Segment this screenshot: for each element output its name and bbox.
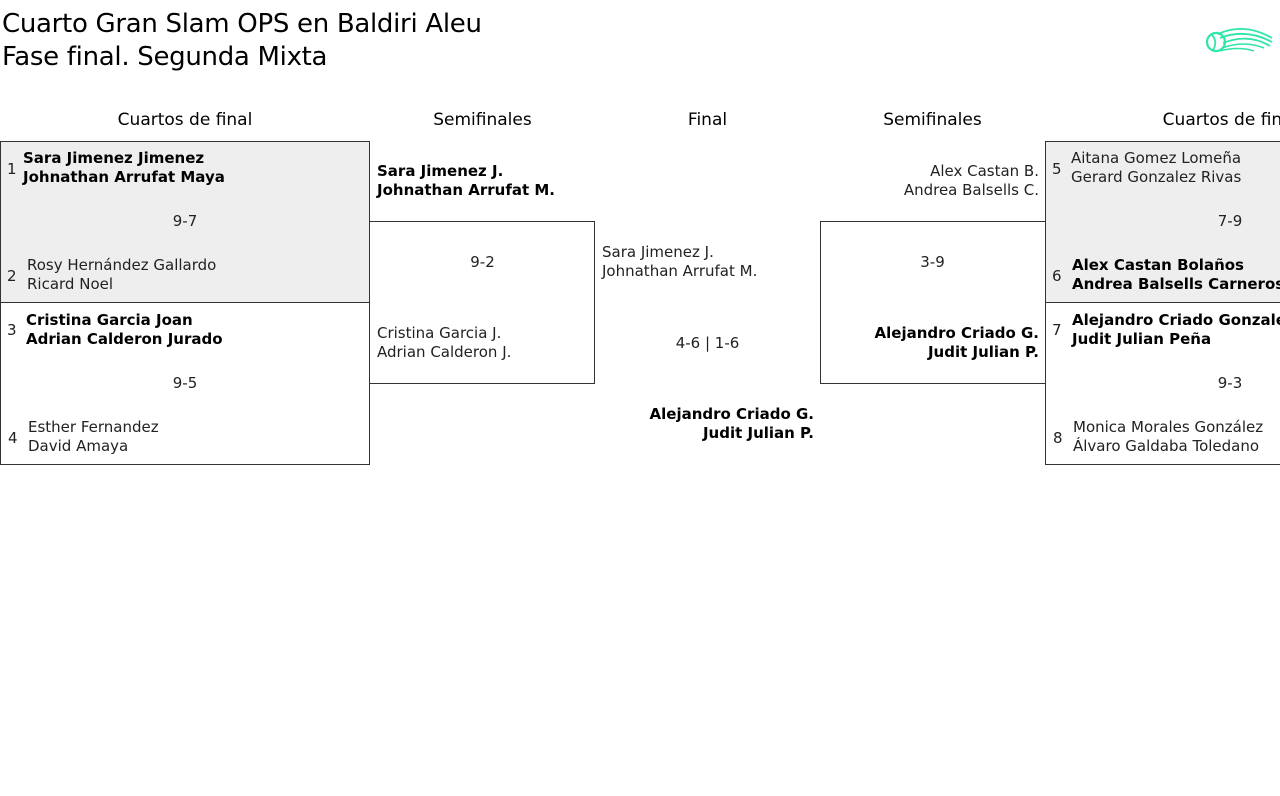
player-name: Gerard Gonzalez Rivas <box>1071 168 1242 186</box>
player-name: Sara Jimenez Jimenez <box>23 149 205 167</box>
qf-match-2-score: 9-5 <box>172 374 198 392</box>
player-name: Alejandro Criado G. <box>649 405 814 423</box>
qf-match-4-team-b: Monica Morales González Álvaro Galdaba T… <box>1073 418 1263 456</box>
player-name: Judit Julian P. <box>702 424 814 442</box>
player-name: Esther Fernandez <box>28 418 159 436</box>
qf-match-3-team-a: Aitana Gomez Lomeña Gerard Gonzalez Riva… <box>1071 149 1241 187</box>
player-name: Andrea Balsells Carneros <box>1072 275 1280 293</box>
sf-right-score: 3-9 <box>920 253 945 271</box>
final-score: 4-6 | 1-6 <box>675 334 740 352</box>
final-team-b: Alejandro Criado G. Judit Julian P. <box>595 405 814 443</box>
player-name: Alex Castan B. <box>930 162 1039 180</box>
tennis-ball-comet-icon <box>1205 28 1273 53</box>
player-name: Judit Julian Peña <box>1072 330 1212 348</box>
qf-match-3-score: 7-9 <box>1217 212 1243 230</box>
final-team-a: Sara Jimenez J. Johnathan Arrufat M. <box>602 243 757 281</box>
seed-3: 3 <box>7 321 17 339</box>
qf-match-4-score: 9-3 <box>1217 374 1243 392</box>
player-name: Johnathan Arrufat Maya <box>23 168 225 186</box>
qf-match-4-team-a: Alejandro Criado Gonzalez Judit Julian P… <box>1072 311 1280 349</box>
player-name: Sara Jimenez J. <box>377 162 504 180</box>
player-name: Cristina Garcia Joan <box>26 311 193 329</box>
player-name: Cristina Garcia J. <box>377 324 502 342</box>
player-name: Álvaro Galdaba Toledano <box>1073 437 1260 455</box>
player-name: Adrian Calderon J. <box>377 343 512 361</box>
qf-match-1-team-a: Sara Jimenez Jimenez Johnathan Arrufat M… <box>23 149 225 187</box>
player-name: Sara Jimenez J. <box>602 243 714 261</box>
player-name: Rosy Hernández Gallardo <box>27 256 217 274</box>
column-header-sf-right: Semifinales <box>883 110 982 130</box>
seed-2: 2 <box>7 267 17 285</box>
column-header-qf-left: Cuartos de final <box>117 110 253 130</box>
player-name: Alejandro Criado Gonzalez <box>1072 311 1280 329</box>
seed-6: 6 <box>1052 267 1062 285</box>
player-name: Johnathan Arrufat M. <box>377 181 555 199</box>
sf-left-box <box>369 221 595 384</box>
seed-5: 5 <box>1052 160 1062 178</box>
player-name: Monica Morales González <box>1073 418 1264 436</box>
title-line-1: Cuarto Gran Slam OPS en Baldiri Aleu <box>2 9 482 39</box>
seed-1: 1 <box>7 160 17 178</box>
player-name: Aitana Gomez Lomeña <box>1071 149 1242 167</box>
qf-match-3-team-b: Alex Castan Bolaños Andrea Balsells Carn… <box>1072 256 1280 294</box>
qf-match-3 <box>1045 141 1280 303</box>
player-name: Andrea Balsells C. <box>903 181 1039 199</box>
page-title: Cuarto Gran Slam OPS en Baldiri Aleu Fas… <box>2 8 482 74</box>
sf-left-team-a: Sara Jimenez J. Johnathan Arrufat M. <box>377 162 555 200</box>
player-name: Alejandro Criado G. <box>874 324 1039 342</box>
sf-right-box <box>820 221 1046 384</box>
title-line-2: Fase final. Segunda Mixta <box>2 42 328 72</box>
player-name: Alex Castan Bolaños <box>1072 256 1244 274</box>
qf-match-2-team-a: Cristina Garcia Joan Adrian Calderon Jur… <box>26 311 223 349</box>
sf-left-team-b: Cristina Garcia J. Adrian Calderon J. <box>377 324 511 362</box>
column-header-qf-right: Cuartos de final <box>1162 110 1280 130</box>
player-name: David Amaya <box>28 437 129 455</box>
column-header-final: Final <box>687 110 728 130</box>
sf-right-team-a: Alex Castan B. Andrea Balsells C. <box>820 162 1039 200</box>
seed-7: 7 <box>1052 321 1062 339</box>
seed-4: 4 <box>8 429 18 447</box>
player-name: Adrian Calderon Jurado <box>26 330 223 348</box>
qf-match-1-team-b: Rosy Hernández Gallardo Ricard Noel <box>27 256 216 294</box>
sf-left-score: 9-2 <box>470 253 495 271</box>
column-header-sf-left: Semifinales <box>433 110 532 130</box>
seed-8: 8 <box>1053 429 1063 447</box>
sf-right-team-b: Alejandro Criado G. Judit Julian P. <box>820 324 1039 362</box>
qf-match-2 <box>0 302 370 465</box>
player-name: Judit Julian P. <box>927 343 1039 361</box>
qf-match-1-score: 9-7 <box>172 212 198 230</box>
player-name: Ricard Noel <box>27 275 114 293</box>
player-name: Johnathan Arrufat M. <box>602 262 758 280</box>
qf-match-4 <box>1045 302 1280 465</box>
qf-match-2-team-b: Esther Fernandez David Amaya <box>28 418 159 456</box>
